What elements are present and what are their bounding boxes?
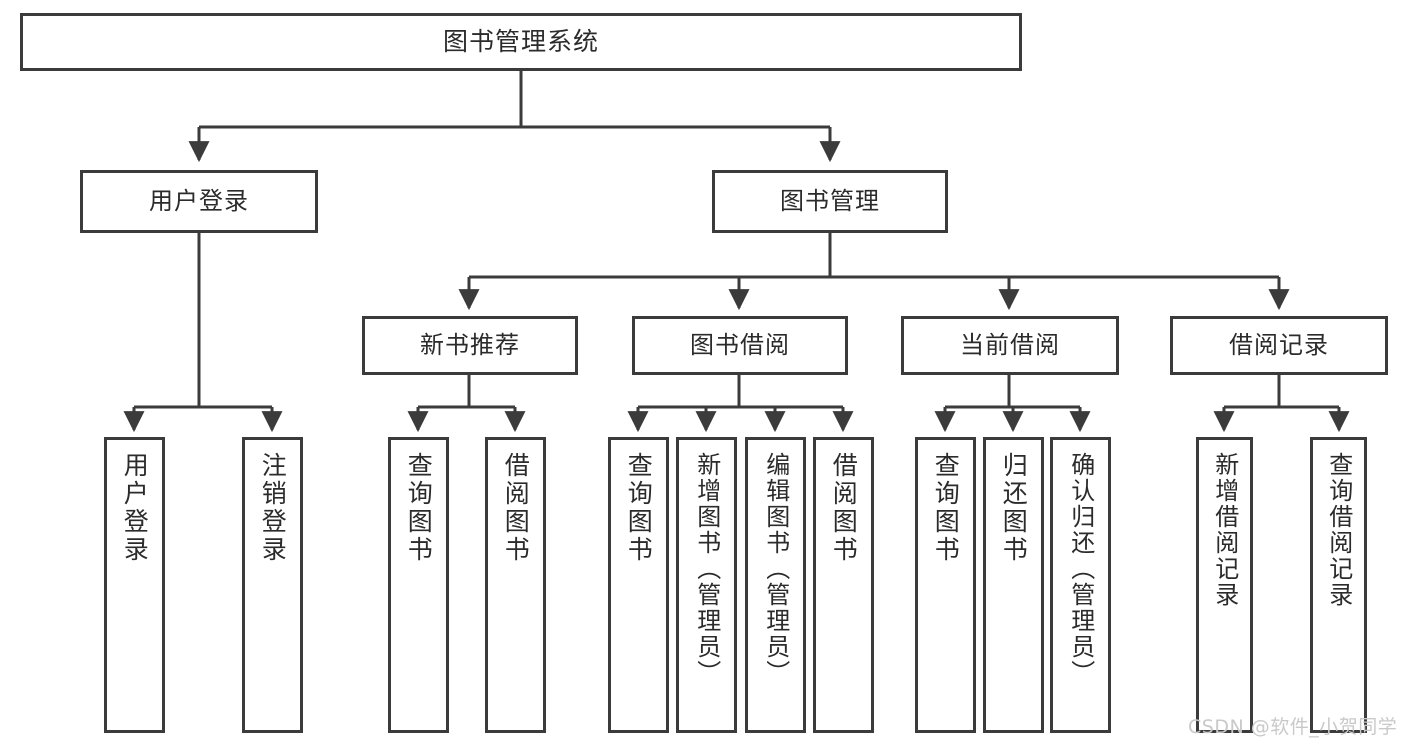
node-book-management[interactable]: 图书管理 [712, 170, 948, 233]
node-label: 新书推荐 [420, 330, 520, 359]
leaf-query-borrow-record[interactable]: 查询借阅记录 [1310, 437, 1367, 733]
node-label: 图书管理 [780, 186, 880, 215]
leaf-add-borrow-record[interactable]: 新增借阅记录 [1196, 437, 1253, 733]
leaf-user-logout[interactable]: 注销登录 [242, 437, 303, 733]
node-label: 归还图书 [999, 452, 1029, 564]
leaf-query-book-current[interactable]: 查询图书 [915, 437, 976, 733]
node-label: 新增图书（管理员） [692, 452, 721, 686]
leaf-query-book-borrow[interactable]: 查询图书 [608, 437, 669, 733]
leaf-borrow-book[interactable]: 借阅图书 [813, 437, 874, 733]
leaf-add-book[interactable]: 新增图书（管理员） [676, 437, 737, 733]
node-label: 用户登录 [149, 186, 249, 215]
node-label: 查询图书 [624, 452, 654, 564]
leaf-edit-book[interactable]: 编辑图书（管理员） [745, 437, 806, 733]
csdn-watermark: CSDN @软件_小贺同学 [1188, 716, 1398, 738]
node-label: 编辑图书（管理员） [761, 452, 790, 686]
node-label: 查询借阅记录 [1324, 452, 1353, 608]
node-label: 新增借阅记录 [1210, 452, 1239, 608]
node-book-management-system[interactable]: 图书管理系统 [20, 13, 1022, 71]
leaf-query-book-recommend[interactable]: 查询图书 [388, 437, 449, 733]
node-label: 查询图书 [404, 452, 434, 564]
node-label: 用户登录 [120, 452, 150, 564]
node-label: 借阅图书 [501, 452, 531, 564]
node-current-borrow[interactable]: 当前借阅 [901, 316, 1119, 375]
leaf-confirm-return[interactable]: 确认归还（管理员） [1050, 437, 1111, 733]
node-user-login[interactable]: 用户登录 [80, 170, 318, 233]
leaf-user-login[interactable]: 用户登录 [104, 437, 165, 733]
node-label: 图书借阅 [690, 330, 790, 359]
node-label: 确认归还（管理员） [1066, 452, 1095, 686]
node-new-book-recommend[interactable]: 新书推荐 [362, 316, 578, 375]
node-book-borrow[interactable]: 图书借阅 [632, 316, 848, 375]
node-label: 当前借阅 [960, 330, 1060, 359]
leaf-borrow-book-recommend[interactable]: 借阅图书 [485, 437, 546, 733]
node-label: 图书管理系统 [442, 26, 599, 56]
node-label: 注销登录 [258, 452, 288, 564]
node-borrow-record[interactable]: 借阅记录 [1170, 316, 1388, 375]
node-label: 查询图书 [931, 452, 961, 564]
node-label: 借阅记录 [1229, 330, 1329, 359]
leaf-return-book[interactable]: 归还图书 [983, 437, 1044, 733]
node-label: 借阅图书 [829, 452, 859, 564]
